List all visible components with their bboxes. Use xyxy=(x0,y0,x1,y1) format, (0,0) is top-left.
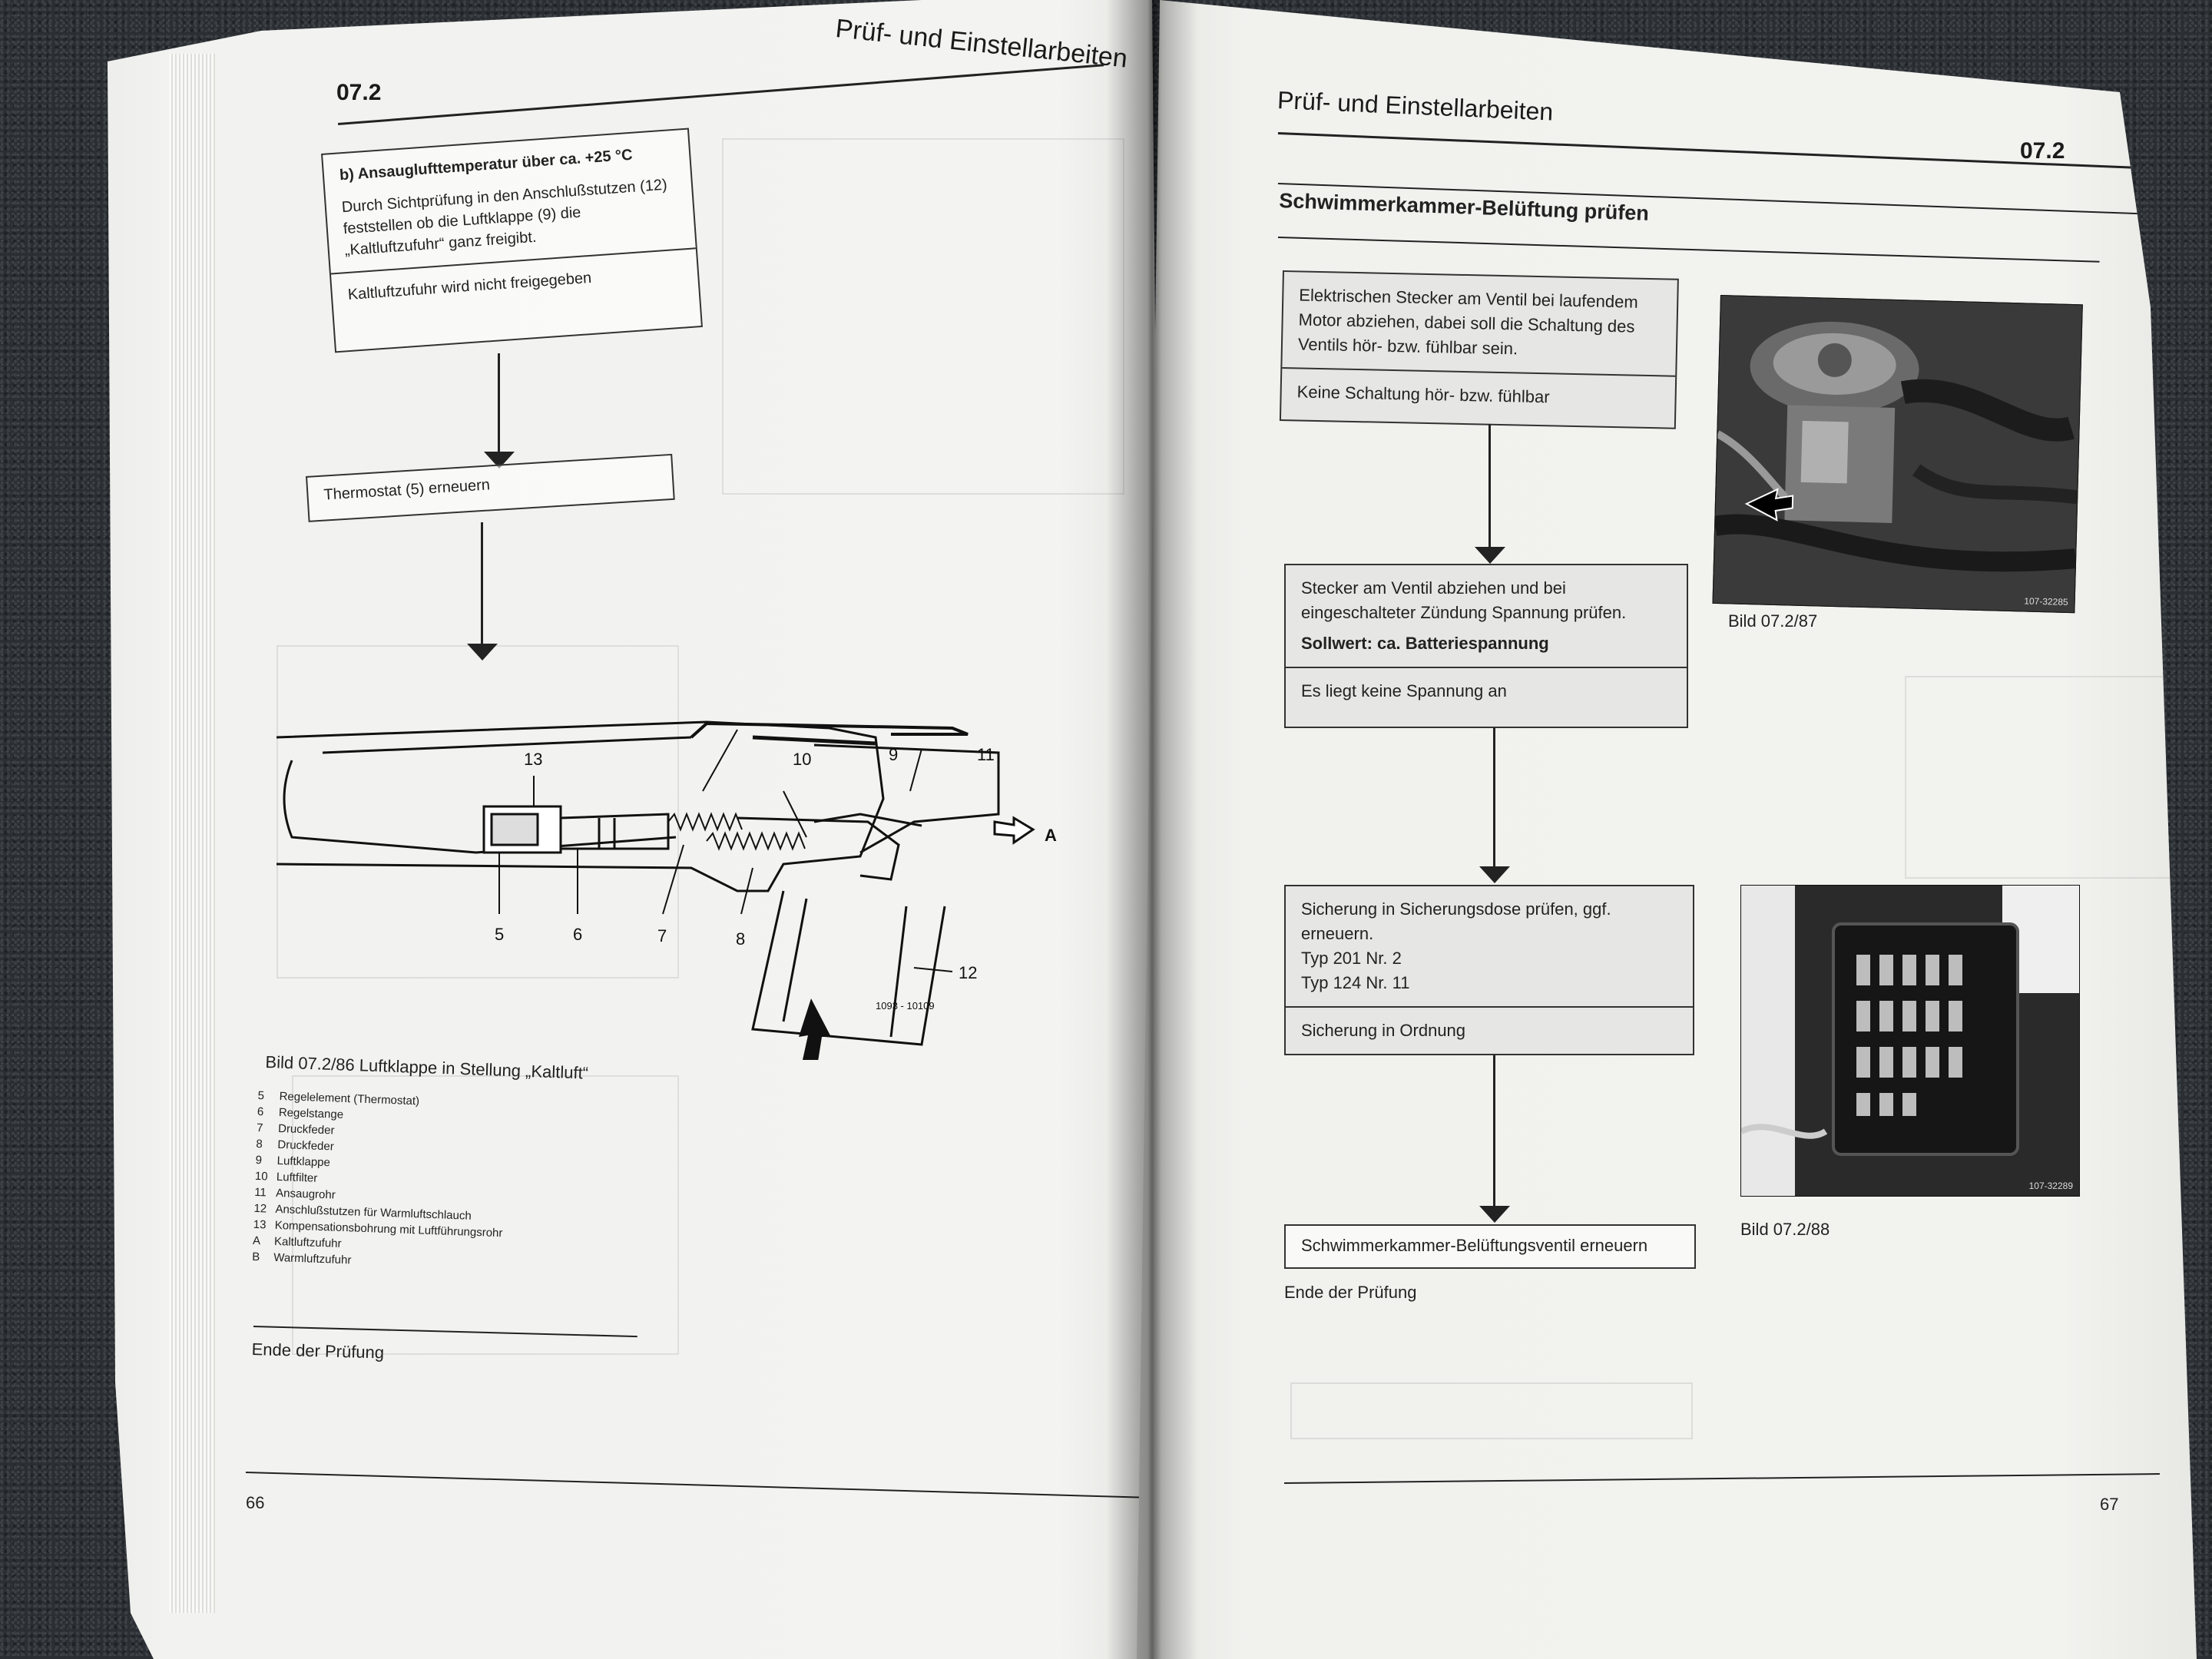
flow-arrow-line xyxy=(498,353,500,453)
box-text: Typ 124 Nr. 11 xyxy=(1301,973,1410,992)
flow-box-temperature-check: b) Ansauglufttemperatur über ca. +25 °C … xyxy=(321,127,703,353)
photo-caption: Bild 07.2/88 xyxy=(1740,1220,1830,1239)
box-text: Elektrischen Stecker am Ventil bei laufe… xyxy=(1297,285,1638,359)
flow-arrow-line xyxy=(1493,728,1495,866)
diagram-label: 11 xyxy=(977,745,995,764)
footer-rule xyxy=(1284,1473,2160,1484)
flow-arrow-line xyxy=(1488,424,1491,547)
flow-arrow-line xyxy=(481,522,483,645)
flow-arrow-line xyxy=(1493,1055,1495,1206)
page-number: 67 xyxy=(2100,1495,2119,1514)
box-text: Stecker am Ventil abziehen und bei einge… xyxy=(1301,578,1627,622)
diagram-label: 5 xyxy=(495,925,504,944)
right-page: Prüf- und Einstellarbeiten 07.2 Schwimme… xyxy=(1137,0,2197,1659)
sollwert: Sollwert: ca. Batteriespannung xyxy=(1301,634,1549,653)
box-text: Thermostat (5) erneuern xyxy=(323,476,491,504)
page-edge-stack xyxy=(169,54,215,1613)
diagram-label: 7 xyxy=(657,926,667,945)
box-text: Durch Sichtprüfung in den Anschlußstutze… xyxy=(341,176,668,260)
diagram-code: 1093 - 10109 xyxy=(876,1000,935,1012)
flow-box-fuse-check: Sicherung in Sicherungsdose prüfen, ggf.… xyxy=(1284,885,1694,1055)
box-result: Es liegt keine Spannung an xyxy=(1286,667,1687,714)
diagram-label: 9 xyxy=(889,745,898,764)
page-header-title: Prüf- und Einstellarbeiten xyxy=(1277,86,1554,126)
fuse-box-photo: 107-32289 xyxy=(1740,885,2080,1197)
header-rule xyxy=(338,64,1104,125)
photo-caption: Bild 07.2/87 xyxy=(1728,611,1818,631)
flow-box-replace-valve: Schwimmerkammer-Belüftungsventil erneuer… xyxy=(1284,1224,1696,1269)
flow-arrow-head xyxy=(1479,866,1510,883)
photo-id: 107-32289 xyxy=(2028,1181,2073,1191)
box-text: Sicherung in Sicherungsdose prüfen, ggf.… xyxy=(1301,899,1611,943)
diagram-label: 10 xyxy=(793,750,811,769)
section-number: 07.2 xyxy=(336,80,382,105)
diagram-label: 6 xyxy=(573,925,582,944)
show-through-box xyxy=(722,138,1124,495)
flow-box-voltage-check: Stecker am Ventil abziehen und bei einge… xyxy=(1284,564,1688,728)
diagram-label: 8 xyxy=(736,929,745,949)
air-flap-diagram: 13 10 9 11 A 5 6 7 8 12 B 1093 - 10109 xyxy=(276,720,1057,1060)
diagram-label: A xyxy=(1045,826,1057,845)
left-page: Prüf- und Einstellarbeiten 07.2 b) Ansau… xyxy=(108,0,1167,1659)
photo-id: 107-32285 xyxy=(2024,595,2068,608)
footer-rule xyxy=(245,1472,1152,1498)
flow-arrow-head xyxy=(1475,547,1505,564)
carburetor-photo-art xyxy=(1713,296,2082,613)
fuse-box-photo-art xyxy=(1741,886,2079,1196)
section-number: 07.2 xyxy=(2020,138,2065,164)
show-through-box xyxy=(1290,1382,1693,1439)
title-rule xyxy=(1277,237,2100,263)
box-text: Typ 201 Nr. 2 xyxy=(1301,949,1402,968)
book-gutter xyxy=(1106,0,1198,1659)
end-of-test: Ende der Prüfung xyxy=(251,1339,385,1363)
box-result: Keine Schaltung hör- bzw. fühlbar xyxy=(1281,367,1676,423)
diagram-label: 12 xyxy=(959,963,977,982)
box-text: Schwimmerkammer-Belüftungsventil erneuer… xyxy=(1301,1236,1648,1255)
show-through-box xyxy=(1905,676,2197,879)
box-result: Sicherung in Ordnung xyxy=(1286,1006,1693,1054)
flow-arrow-head xyxy=(1479,1206,1510,1223)
flow-arrow-head xyxy=(467,644,498,661)
page-number: 66 xyxy=(246,1493,265,1512)
flow-box-valve-switch: Elektrischen Stecker am Ventil bei laufe… xyxy=(1279,270,1679,429)
end-of-test: Ende der Prüfung xyxy=(1284,1283,1417,1302)
show-through-box xyxy=(292,1075,679,1355)
carburetor-photo: 107-32285 xyxy=(1712,295,2083,614)
diagram-label: 13 xyxy=(524,750,542,769)
